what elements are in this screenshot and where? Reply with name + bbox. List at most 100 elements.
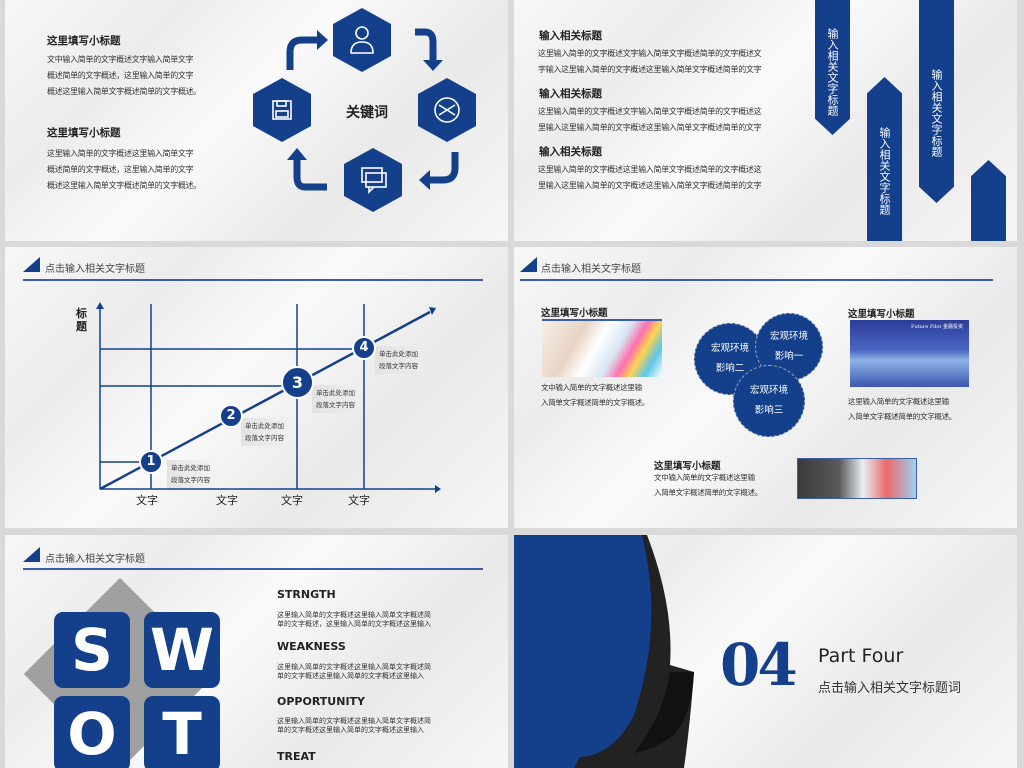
businessman-chart-photo — [797, 458, 917, 499]
slide-thumbnail-4[interactable]: 点击输入相关文字标题 这里填写小标题 文中输入简单的文字概述这里输入简单文字概述… — [514, 247, 1017, 528]
body-line: 单的文字概述这里输入简单的文字概述这里输入 — [277, 672, 424, 680]
section-part-label: Part Four — [818, 645, 904, 667]
circle-line: 影响三 — [754, 405, 784, 416]
banner-1: 输入相关文字标题 — [815, 0, 850, 135]
slide-header: 点击输入相关文字标题 — [45, 554, 145, 565]
subtitle-2: 这里填写小标题 — [47, 127, 121, 139]
step-line: 段落文字内容 — [171, 476, 210, 484]
body-line: 概述简单的文字概述，这里输入简单的文字 — [47, 165, 194, 174]
circle-line: 宏观环境 — [769, 331, 808, 342]
right-body: 这里输入简单的文字概述这里输入简单文字概述简单的文字概述。 — [848, 394, 956, 424]
step-marker-4: 4 — [352, 336, 376, 360]
body-line: 字输入这里输入简单的文字概述这里输入简单文字概述简单的文字 — [538, 65, 762, 74]
hexagon-bottom — [344, 148, 402, 212]
birds-sky-photo: Future Pilot 金融投资 — [850, 320, 969, 387]
x-tick-label: 文字 — [348, 494, 370, 507]
floppy-disk-icon — [272, 100, 292, 120]
growth-chart — [96, 302, 441, 493]
body-line: 入简单文字概述简单的文字概述。 — [848, 412, 956, 421]
swot-title: WEAKNESS — [277, 640, 346, 653]
banner-3: 输入相关文字标题 — [919, 0, 954, 203]
left-subtitle: 这里填写小标题 — [541, 308, 608, 319]
section-title: 输入相关标题 — [539, 88, 602, 100]
header-divider — [520, 279, 993, 281]
body-line: 入简单文字概述简单的文字概述。 — [654, 488, 762, 497]
left-body: 文中输入简单的文字概述这里输入简单文字概述简单的文字概述。 — [541, 380, 649, 410]
slide-thumbnail-6[interactable]: 04 Part Four 点击输入相关文字标题词 — [514, 535, 1017, 768]
swot-s-tile: S — [54, 612, 130, 688]
body-line: 这里输入简单的文字概述这里输入简单文字 — [47, 149, 194, 158]
body-line: 概述这里输入简单文字概述简单的文字概述。 — [47, 87, 201, 96]
right-subtitle: 这里填写小标题 — [848, 309, 915, 320]
body-line: 文中输入简单的文字概述这里输 — [654, 473, 755, 482]
swot-title: STRNGTH — [277, 588, 336, 601]
body-line: 这里输入简单的文字概述这里输入简单文字概述简单的文字概述这 — [538, 165, 762, 174]
arrow-2 — [415, 28, 437, 60]
swot-o-tile: O — [54, 696, 130, 768]
body-line: 概述这里输入简单文字概述简单的文字概述。 — [47, 181, 201, 190]
banner-2: 输入相关文字标题 — [867, 77, 902, 241]
swot-body: 这里输入简单的文字概述这里输入简单文字概述简单的文字概述这里输入简单的文字概述这… — [277, 663, 431, 681]
section-number: 04 — [720, 631, 798, 699]
arrow-1 — [286, 36, 317, 70]
header-triangle-icon — [520, 257, 537, 272]
banner-4 — [971, 160, 1006, 241]
bottom-subtitle: 这里填写小标题 — [654, 461, 721, 472]
body-line: 入简单文字概述简单的文字概述。 — [541, 398, 649, 407]
body-line: 里输入这里输入简单的文字概述这里输入简单文字概述简单的文字 — [538, 181, 762, 190]
slide-thumbnail-2[interactable]: 输入相关标题 这里输入简单的文字概述文字输入简单文字概述简单的文字概述文字输入这… — [514, 0, 1017, 241]
slide-thumbnail-5[interactable]: 点击输入相关文字标题 S W O T STRNGTH 这里输入简单的文字概述这里… — [5, 535, 508, 768]
section-body: 这里输入简单的文字概述文字输入简单文字概述简单的文字概述这里输入这里输入简单的文… — [538, 104, 762, 136]
body-line: 单的文字概述这里输入简单的文字概述这里输入 — [277, 726, 424, 734]
body-1: 文中输入简单的文字概述文字输入简单文字 概述简单的文字概述，这里输入简单的文字 … — [47, 52, 201, 100]
photo-caption: Future Pilot 金融投资 — [910, 324, 963, 330]
subtitle-1: 这里填写小标题 — [47, 35, 121, 47]
step-line: 单击此处添加 — [171, 464, 210, 472]
body-line: 这里输入简单的文字概述文字输入简单文字概述简单的文字概述文 — [538, 49, 762, 58]
section-title: 输入相关标题 — [539, 30, 602, 42]
swot-w-tile: W — [144, 612, 220, 688]
user-icon — [350, 26, 374, 54]
body-line: 这里输入简单的文字概述这里输 — [848, 397, 949, 406]
slide-thumbnail-1[interactable]: 这里填写小标题 文中输入简单的文字概述文字输入简单文字 概述简单的文字概述，这里… — [5, 0, 508, 241]
swot-body: 这里输入简单的文字概述这里输入简单文字概述简单的文字概述这里输入简单的文字概述这… — [277, 717, 431, 735]
business-chart-photo — [542, 319, 662, 377]
body-line: 里输入这里输入简单的文字概述这里输入简单文字概述简单的文字 — [538, 123, 762, 132]
body-line: 这里输入简单的文字概述文字输入简单文字概述简单的文字概述这 — [538, 107, 762, 116]
step-line: 单击此处添加 — [245, 422, 284, 430]
body-line: 文中输入简单的文字概述这里输 — [541, 383, 642, 392]
swot-body: 这里输入简单的文字概述这里输入简单文字概述简单的文字概述，这里输入简单的文字概述… — [277, 611, 431, 629]
bottom-body: 文中输入简单的文字概述这里输入简单文字概述简单的文字概述。 — [654, 470, 762, 500]
keyword-cycle-diagram — [253, 8, 476, 212]
step-label: 单击此处添加段落文字内容 — [167, 460, 214, 488]
circle-line: 影响二 — [715, 363, 745, 374]
hexagon-left — [253, 78, 311, 142]
circle-line: 宏观环境 — [710, 343, 749, 354]
body-line: 单的文字概述，这里输入简单的文字概述这里输入 — [277, 620, 431, 628]
body-line: 这里输入简单的文字概述这里输入简单文字概述简 — [277, 717, 431, 725]
keyword-label: 关键词 — [346, 105, 388, 121]
step-marker-1: 1 — [139, 450, 163, 474]
shuffle-icon — [434, 97, 460, 123]
body-line: 概述简单的文字概述，这里输入简单的文字 — [47, 71, 194, 80]
chat-icon — [361, 167, 387, 194]
x-tick-label: 文字 — [216, 494, 238, 507]
blue-curve-shape — [514, 535, 652, 768]
body-line: 这里输入简单的文字概述这里输入简单文字概述简 — [277, 663, 431, 671]
header-triangle-icon — [23, 547, 40, 562]
step-label: 单击此处添加段落文字内容 — [312, 385, 359, 413]
x-tick-label: 文字 — [136, 494, 158, 507]
section-title: 输入相关标题 — [539, 146, 602, 158]
header-triangle-icon — [23, 257, 40, 272]
shadow-fold-shape — [634, 672, 694, 753]
y-axis-label: 标题 — [76, 307, 87, 333]
step-line: 单击此处添加 — [379, 350, 418, 358]
slide-thumbnail-3[interactable]: 点击输入相关文字标题 标题 文字 文字 文字 文字 单击此处添加段落文字内容 单… — [5, 247, 508, 528]
section-body: 这里输入简单的文字概述这里输入简单文字概述简单的文字概述这里输入这里输入简单的文… — [538, 162, 762, 194]
section-body: 这里输入简单的文字概述文字输入简单文字概述简单的文字概述文字输入这里输入简单的文… — [538, 46, 762, 78]
header-divider — [23, 568, 483, 570]
step-line: 段落文字内容 — [316, 401, 355, 409]
step-line: 段落文字内容 — [245, 434, 284, 442]
step-line: 单击此处添加 — [316, 389, 355, 397]
section-cover-shapes — [514, 535, 694, 768]
